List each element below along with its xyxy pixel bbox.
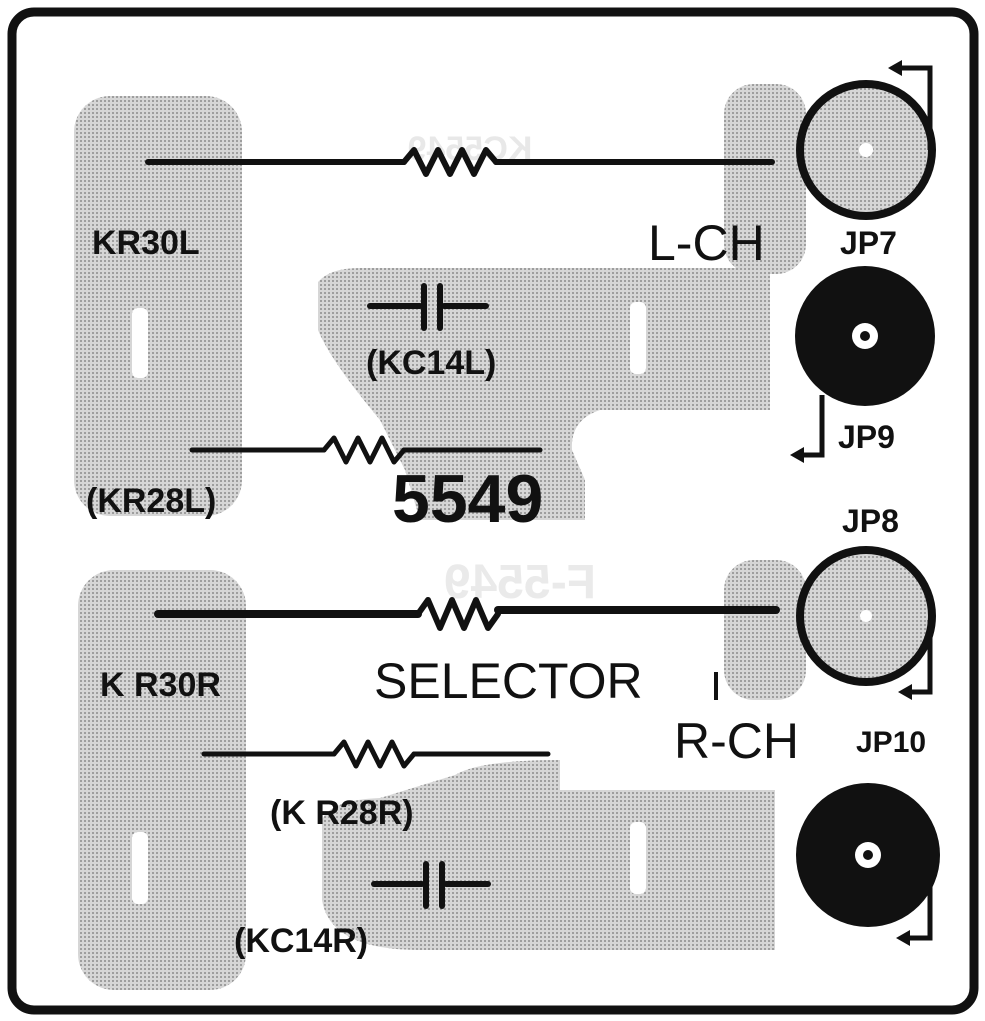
pad-jp7-region (724, 84, 806, 274)
slot-center-upper (630, 302, 646, 374)
label-board-number: 5549 (392, 461, 543, 537)
label-l-ch: L-CH (648, 215, 765, 271)
pad-left-upper (74, 96, 242, 516)
return-arrow-icon (900, 65, 933, 150)
label-kc14l: (KC14L) (366, 344, 496, 382)
capacitor-kc14r (371, 861, 491, 909)
resistor-kr28l (189, 435, 543, 465)
slot-left-upper (132, 308, 148, 378)
label-kr30l: KR30L (92, 224, 200, 262)
mirrored-ghost-text-mid: F-5549 (444, 556, 596, 609)
label-jp7: JP7 (840, 225, 897, 261)
label-kc14r: (KC14R) (234, 922, 368, 960)
label-jp8: JP8 (842, 503, 899, 539)
resistor-kr30r (154, 597, 780, 631)
resistor-kr30l (145, 147, 775, 177)
jack-hole (860, 610, 872, 622)
label-jp9: JP9 (838, 419, 895, 455)
return-arrow-icon (802, 395, 825, 458)
pad-center-lower (322, 760, 775, 950)
mounting-slots (132, 302, 646, 904)
label-kr28l: (KR28L) (86, 482, 216, 520)
label-jp10: JP10 (856, 726, 926, 759)
pad-center-upper (318, 268, 770, 520)
jack-jp9 (790, 266, 935, 463)
return-arrow-icon (908, 870, 933, 941)
capacitor-kc14l (367, 283, 489, 331)
jack-hole (859, 143, 873, 157)
jack-jp10 (796, 783, 940, 946)
label-r-ch: R-CH (674, 713, 799, 769)
pad-jp8-region (724, 560, 806, 700)
label-selector: SELECTOR (374, 653, 643, 709)
return-arrow-icon (910, 620, 933, 695)
slot-center-lower (630, 822, 646, 894)
resistor-kr28r (201, 739, 551, 769)
label-kr30r: K R30R (100, 666, 221, 704)
jack-jp8 (796, 546, 936, 700)
label-kr28r: (K R28R) (270, 794, 414, 832)
copper-pads (74, 84, 806, 990)
slot-left-lower (132, 832, 148, 904)
pad-left-lower (78, 570, 246, 990)
jack-jp7 (796, 60, 936, 220)
